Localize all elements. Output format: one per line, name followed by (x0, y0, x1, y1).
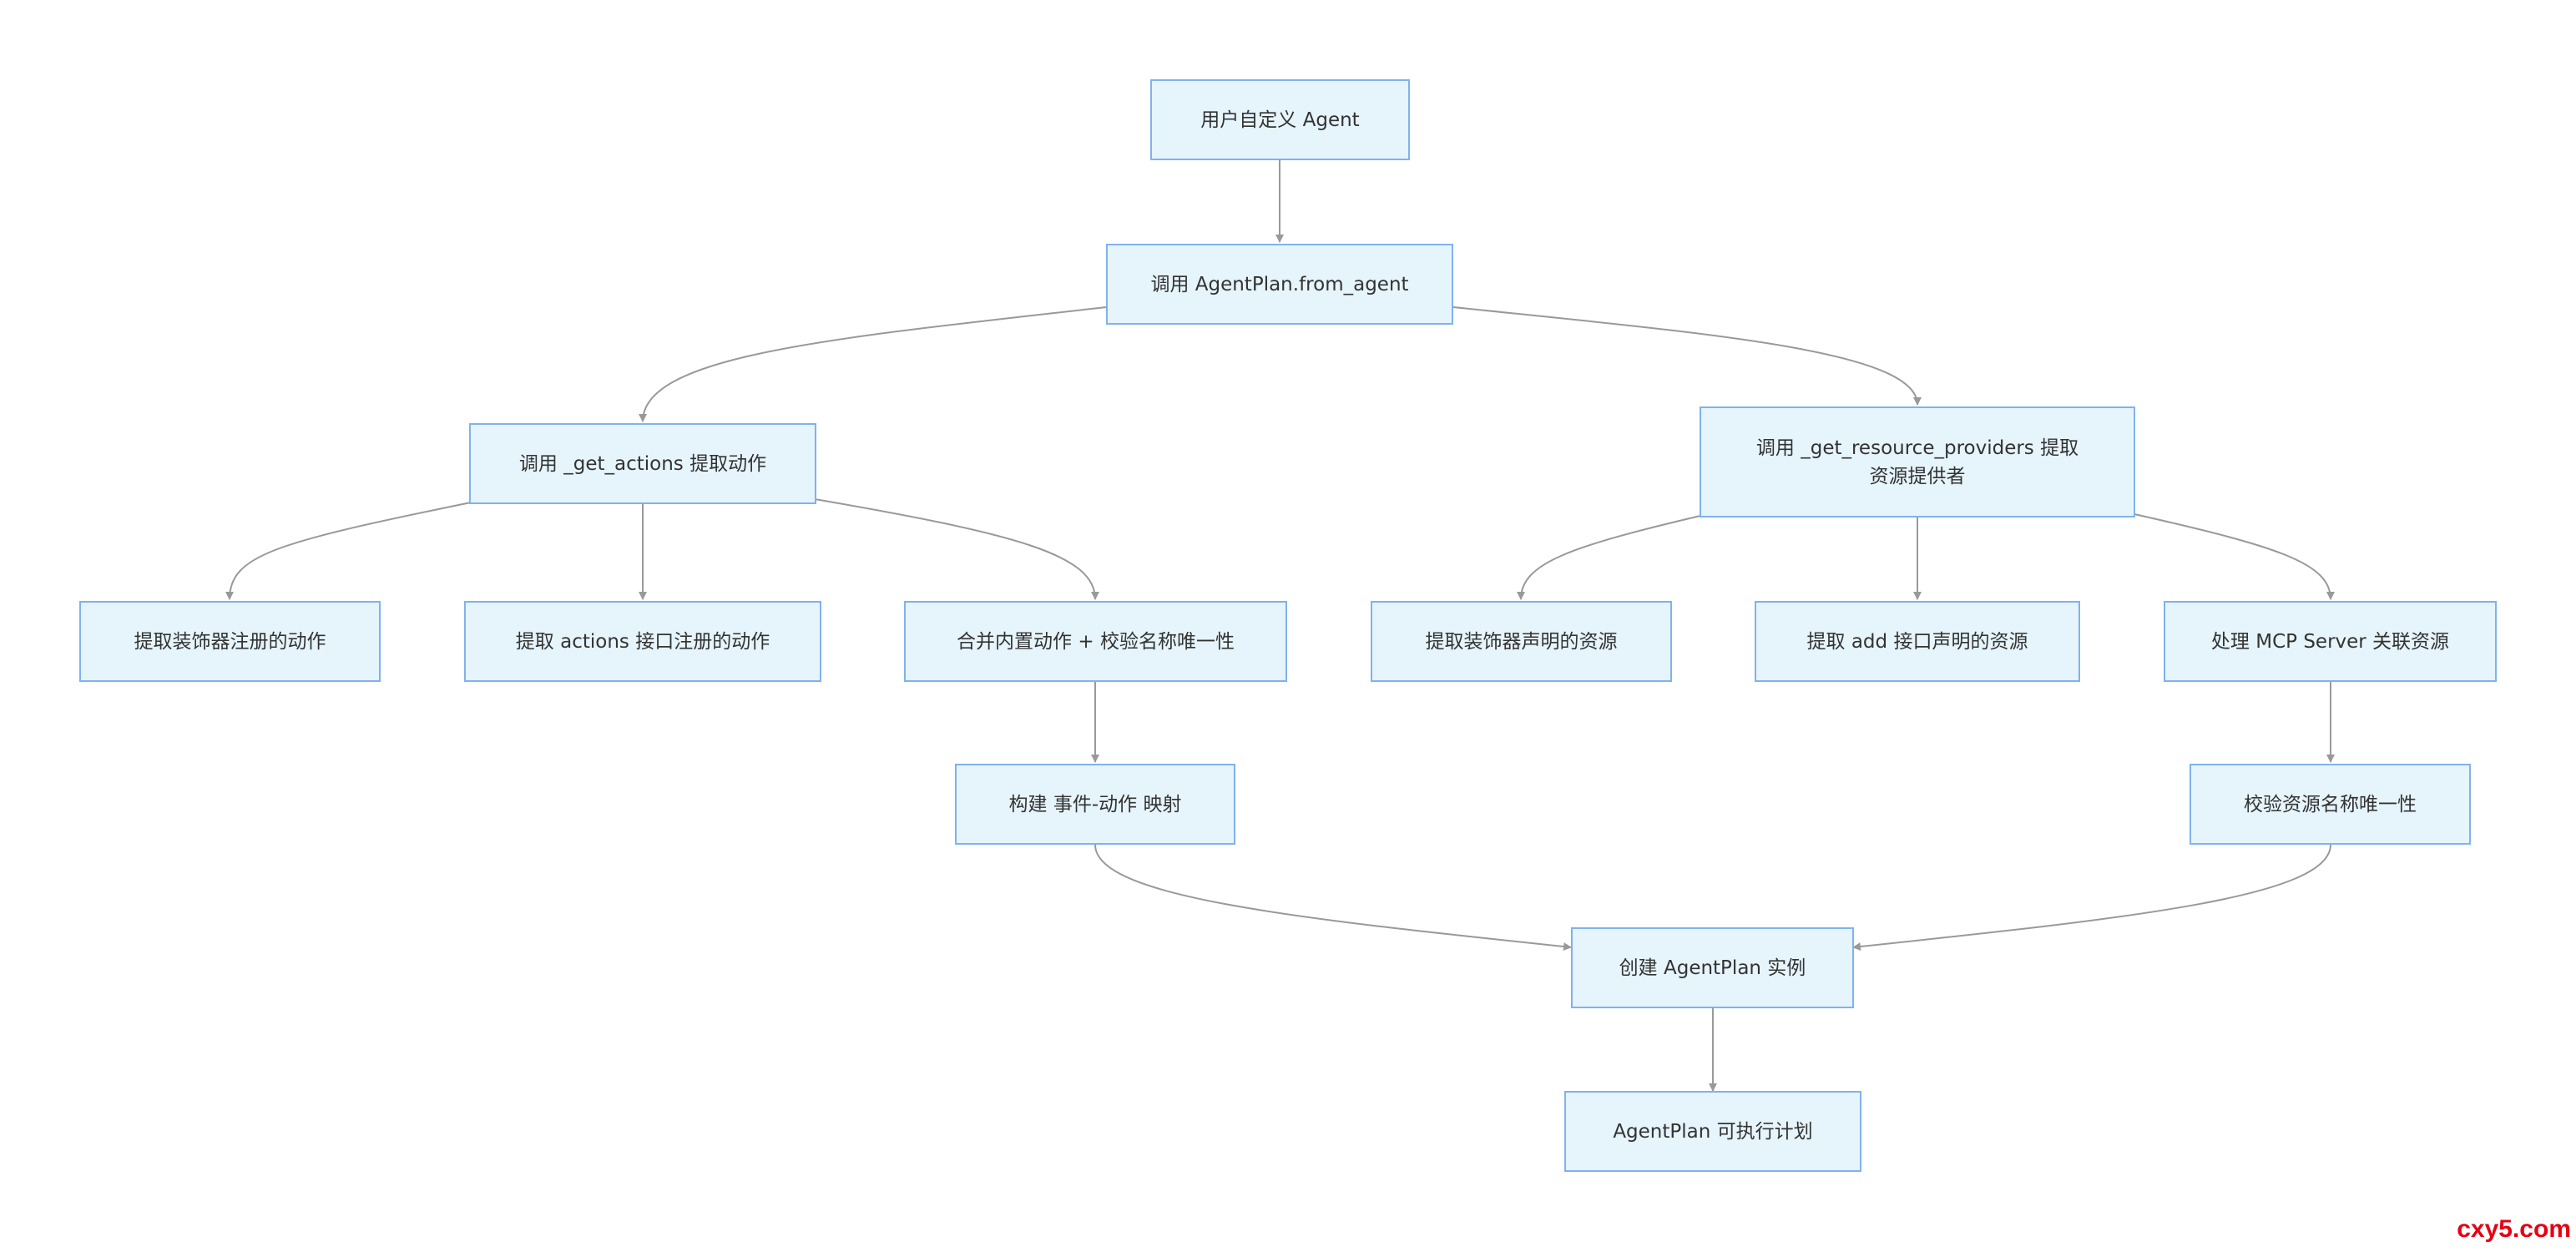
watermark: cxy5.com (2457, 1215, 2571, 1243)
node-add-resources: 提取 add 接口声明的资源 (1755, 601, 2080, 682)
node-user-agent: 用户自定义 Agent (1150, 79, 1410, 160)
edge-from-agent-to-get-resource-providers (1452, 306, 1922, 406)
node-plan-result: AgentPlan 可执行计划 (1564, 1091, 1861, 1172)
node-get-actions-label: 调用 _get_actions 提取动作 (518, 452, 767, 475)
node-user-agent-label: 用户自定义 Agent (1200, 109, 1360, 131)
edge-from-agent-to-get-actions (639, 306, 1107, 422)
node-from-agent: 调用 AgentPlan.from_agent (1106, 244, 1453, 325)
node-plan-result-label: AgentPlan 可执行计划 (1613, 1120, 1813, 1143)
node-mcp-resources-label: 处理 MCP Server 关联资源 (2210, 630, 2450, 653)
node-add-resources-label: 提取 add 接口声明的资源 (1806, 630, 2028, 653)
node-validate-resources-label: 校验资源名称唯一性 (2244, 793, 2417, 815)
node-merge-actions: 合并内置动作 + 校验名称唯一性 (904, 601, 1287, 682)
node-merge-actions-label: 合并内置动作 + 校验名称唯一性 (957, 630, 1235, 653)
edge-get-actions-to-decorator-actions (225, 502, 472, 600)
node-get-resource-providers: 调用 _get_resource_providers 提取资源提供者 (1700, 406, 2135, 517)
node-decorator-resources: 提取装饰器声明的资源 (1371, 601, 1672, 682)
edge-get-resource-providers-to-mcp-resources (2134, 513, 2335, 600)
node-decorator-resources-label: 提取装饰器声明的资源 (1425, 630, 1618, 653)
node-mcp-resources: 处理 MCP Server 关联资源 (2164, 601, 2497, 682)
edge-get-resource-providers-to-decorator-resources (1517, 515, 1701, 600)
node-create-plan-label: 创建 AgentPlan 实例 (1619, 957, 1806, 979)
edge-get-actions-to-merge-actions (814, 498, 1099, 600)
node-create-plan: 创建 AgentPlan 实例 (1571, 927, 1854, 1008)
node-decorator-actions: 提取装饰器注册的动作 (79, 601, 381, 682)
node-validate-resources: 校验资源名称唯一性 (2190, 764, 2471, 845)
node-from-agent-label: 调用 AgentPlan.from_agent (1150, 273, 1409, 295)
node-get-resource-providers-label: 调用 _get_resource_providers 提取资源提供者 (1755, 437, 2079, 487)
node-interface-actions-label: 提取 actions 接口注册的动作 (515, 630, 770, 653)
node-event-map-label: 构建 事件-动作 映射 (1008, 793, 1182, 815)
node-event-map: 构建 事件-动作 映射 (955, 764, 1235, 845)
node-interface-actions: 提取 actions 接口注册的动作 (464, 601, 821, 682)
edge-event-map-to-create-plan (1094, 844, 1572, 952)
node-decorator-actions-label: 提取装饰器注册的动作 (134, 630, 326, 653)
node-get-actions: 调用 _get_actions 提取动作 (469, 423, 816, 504)
edge-validate-resources-to-create-plan (1852, 844, 2331, 952)
